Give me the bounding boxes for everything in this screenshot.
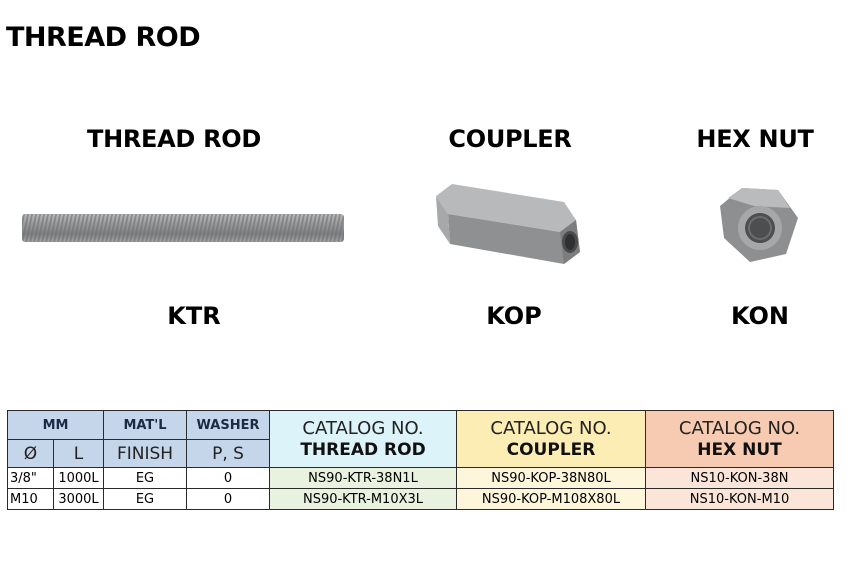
header-matl: MAT'L xyxy=(103,410,187,440)
product-name-hex-nut: HEX NUT xyxy=(696,125,814,153)
header-catalog-rod: CATALOG NO. THREAD ROD xyxy=(269,410,457,468)
product-code-kop: KOP xyxy=(486,302,542,330)
cell-catalog-rod: NS90-KTR-M10X3L xyxy=(269,488,457,510)
cell-washer: 0 xyxy=(186,467,270,489)
header-catalog-rod-title: THREAD ROD xyxy=(300,440,426,460)
header-catalog-rod-label: CATALOG NO. xyxy=(302,418,424,439)
header-washer: WASHER xyxy=(186,410,270,440)
header-catalog-coupler-label: CATALOG NO. xyxy=(490,418,612,439)
header-catalog-nut-title: HEX NUT xyxy=(697,440,782,460)
cell-finish: EG xyxy=(103,488,187,510)
cell-catalog-nut: NS10-KON-38N xyxy=(645,467,834,489)
cell-washer: 0 xyxy=(186,488,270,510)
header-finish: FINISH xyxy=(103,439,187,468)
hex-nut-image xyxy=(720,188,798,262)
product-name-coupler: COUPLER xyxy=(448,125,572,153)
page-title: THREAD ROD xyxy=(6,22,201,53)
header-diameter: Ø xyxy=(7,439,54,468)
header-length: L xyxy=(53,439,104,468)
coupler-image xyxy=(436,184,580,264)
cell-length: 1000L xyxy=(53,467,104,489)
header-catalog-coupler-title: COUPLER xyxy=(506,440,596,460)
header-mm: MM xyxy=(7,410,104,440)
cell-catalog-coupler: NS90-KOP-38N80L xyxy=(456,467,646,489)
header-washer-sub: P, S xyxy=(186,439,270,468)
cell-length: 3000L xyxy=(53,488,104,510)
cell-catalog-nut: NS10-KON-M10 xyxy=(645,488,834,510)
header-catalog-nut: CATALOG NO. HEX NUT xyxy=(645,410,834,468)
cell-diameter: 3/8" xyxy=(7,467,54,489)
cell-finish: EG xyxy=(103,467,187,489)
product-code-ktr: KTR xyxy=(167,302,221,330)
cell-catalog-coupler: NS90-KOP-M108X80L xyxy=(456,488,646,510)
table-row: 3/8" 1000L EG 0 NS90-KTR-38N1L NS90-KOP-… xyxy=(7,467,834,489)
table-row: M10 3000L EG 0 NS90-KTR-M10X3L NS90-KOP-… xyxy=(7,488,834,510)
product-code-kon: KON xyxy=(730,302,789,330)
catalog-table: MM MAT'L WASHER CATALOG NO. THREAD ROD C… xyxy=(7,410,834,510)
cell-catalog-rod: NS90-KTR-38N1L xyxy=(269,467,457,489)
product-name-thread-rod: THREAD ROD xyxy=(87,125,261,153)
header-catalog-coupler: CATALOG NO. COUPLER xyxy=(456,410,646,468)
thread-rod-image xyxy=(22,214,344,242)
cell-diameter: M10 xyxy=(7,488,54,510)
header-catalog-nut-label: CATALOG NO. xyxy=(678,418,801,439)
